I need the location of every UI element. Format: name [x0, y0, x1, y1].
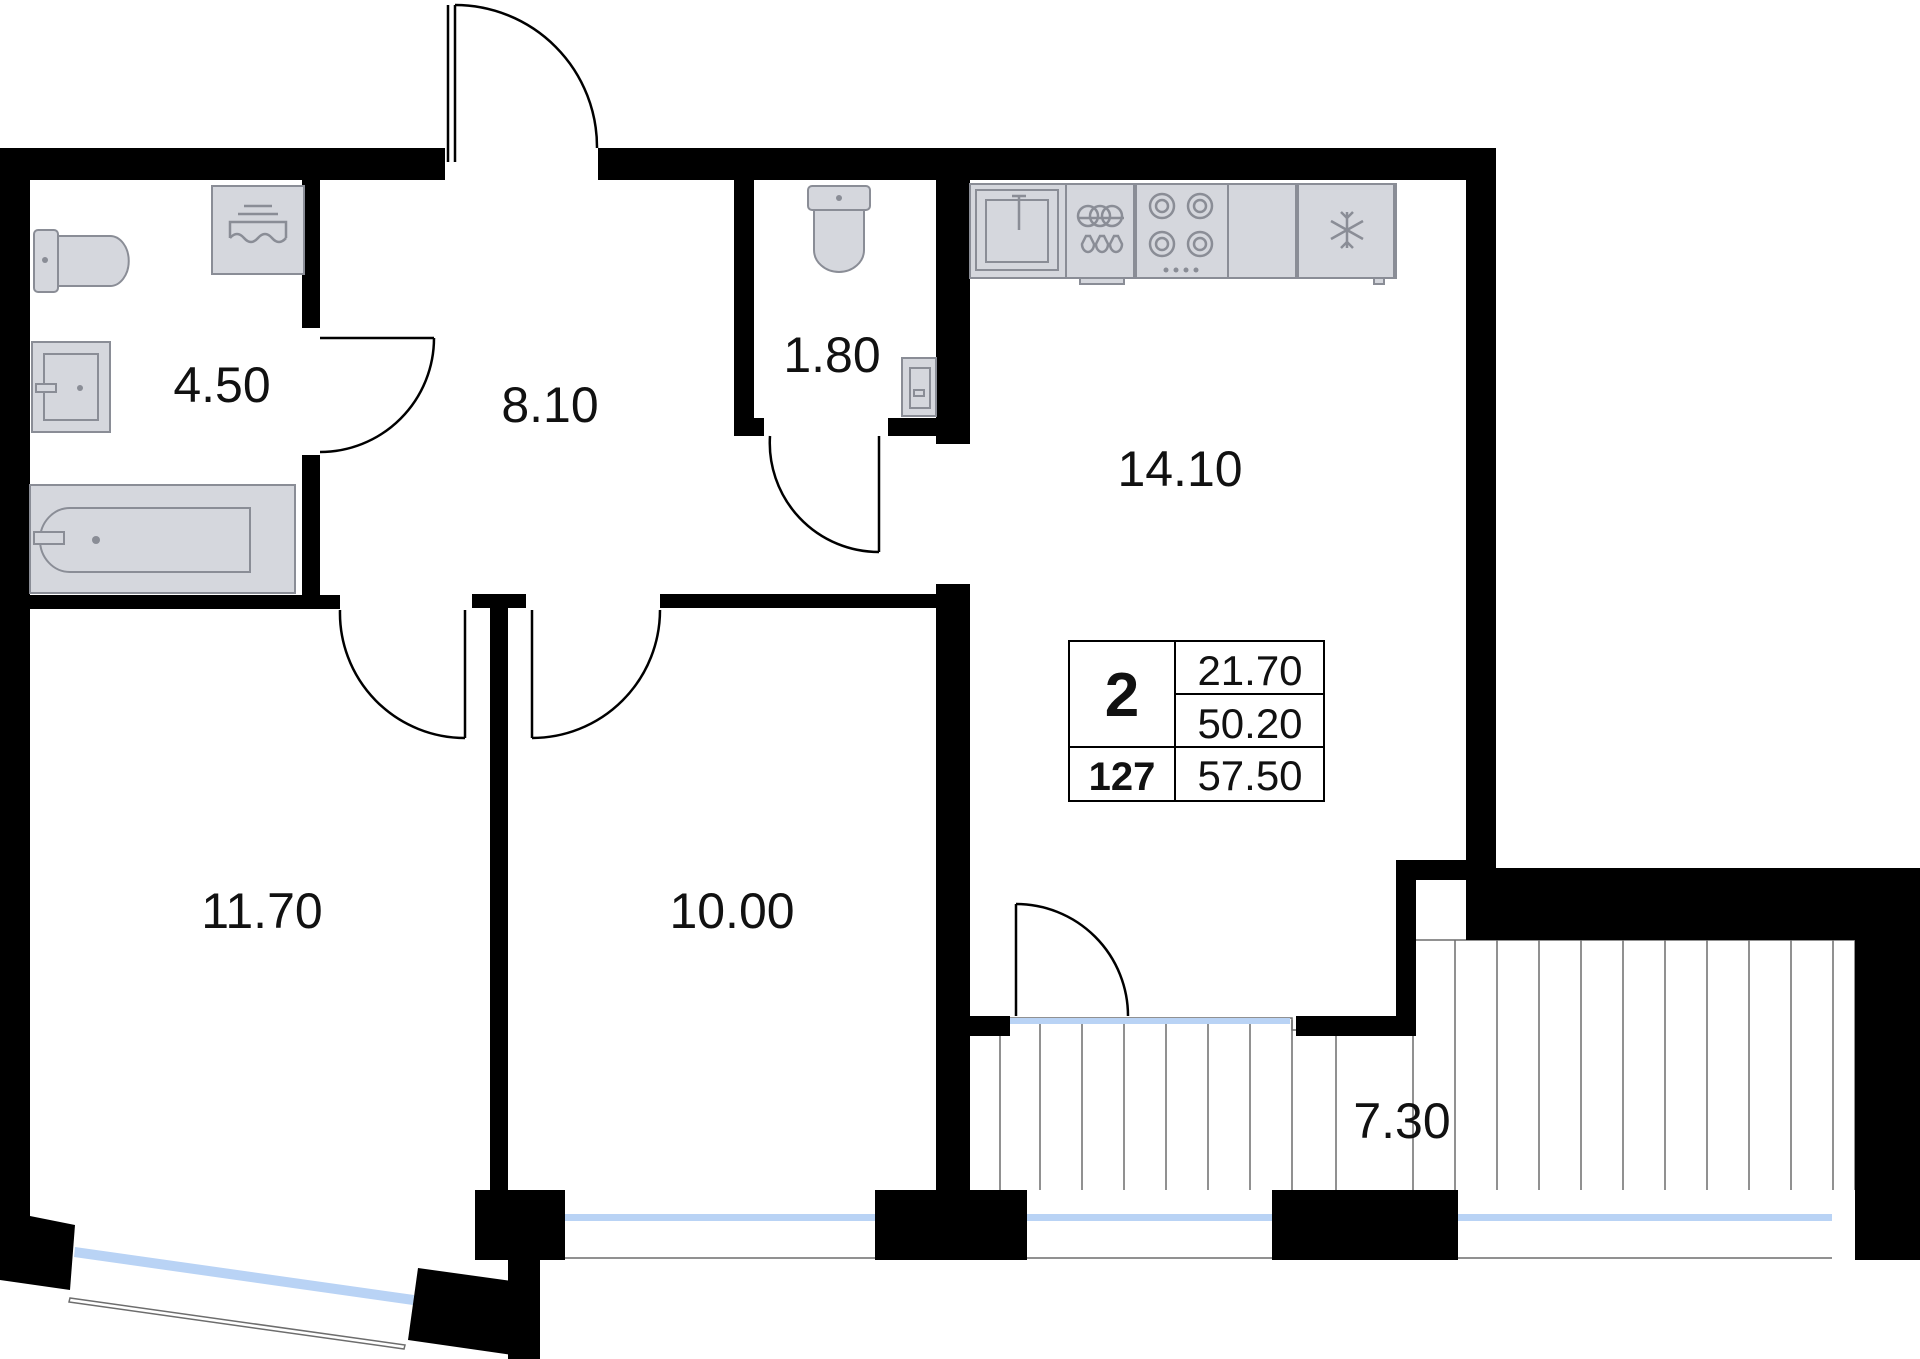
bathtub-icon: [29, 484, 296, 594]
room-area-balcony: 7.30: [1353, 1093, 1450, 1149]
balcony-rails-lower: [999, 1020, 1337, 1190]
room-area-kitchen: 14.10: [1117, 441, 1242, 497]
sink-icon: [31, 341, 111, 433]
room-area-bedroom-left: 11.70: [201, 883, 322, 939]
toilet-icon: [33, 229, 130, 293]
window-balcony-left: [1026, 1214, 1274, 1221]
walls: [0, 148, 1920, 1359]
balcony-rails-upper: [1412, 939, 1856, 1190]
doors: [319, 3, 1130, 1017]
windows: [68, 1018, 1832, 1350]
window-kitchen: [1010, 1018, 1290, 1024]
apartment-info-box: 2 127 21.70 50.20 57.50: [1068, 640, 1325, 802]
total-with-balcony: 57.50: [1197, 752, 1302, 799]
sink-icon: [975, 189, 1059, 271]
stove-icon: [1135, 183, 1229, 279]
room-area-hall: 8.10: [501, 377, 598, 433]
rooms-count: 2: [1105, 661, 1139, 730]
dishwasher-icon: [1065, 183, 1135, 285]
window-bedroom-mid: [565, 1214, 878, 1221]
sink-icon: [901, 357, 937, 417]
room-labels: 4.50 8.10 1.80 14.10 11.70 10.00 7.30: [173, 327, 1450, 1149]
apartment-number: 127: [1089, 755, 1156, 799]
toilet-icon: [807, 185, 871, 273]
washing-machine-icon: [211, 185, 305, 275]
room-area-toilet: 1.80: [783, 327, 880, 383]
window-balcony-right: [1456, 1214, 1832, 1221]
total-area: 50.20: [1197, 700, 1302, 747]
room-area-bedroom-mid: 10.00: [669, 883, 794, 939]
room-area-bathroom: 4.50: [173, 357, 270, 413]
window-bedroom-left: [74, 1247, 414, 1305]
fridge-icon: [1297, 183, 1395, 285]
living-area: 21.70: [1197, 647, 1302, 694]
